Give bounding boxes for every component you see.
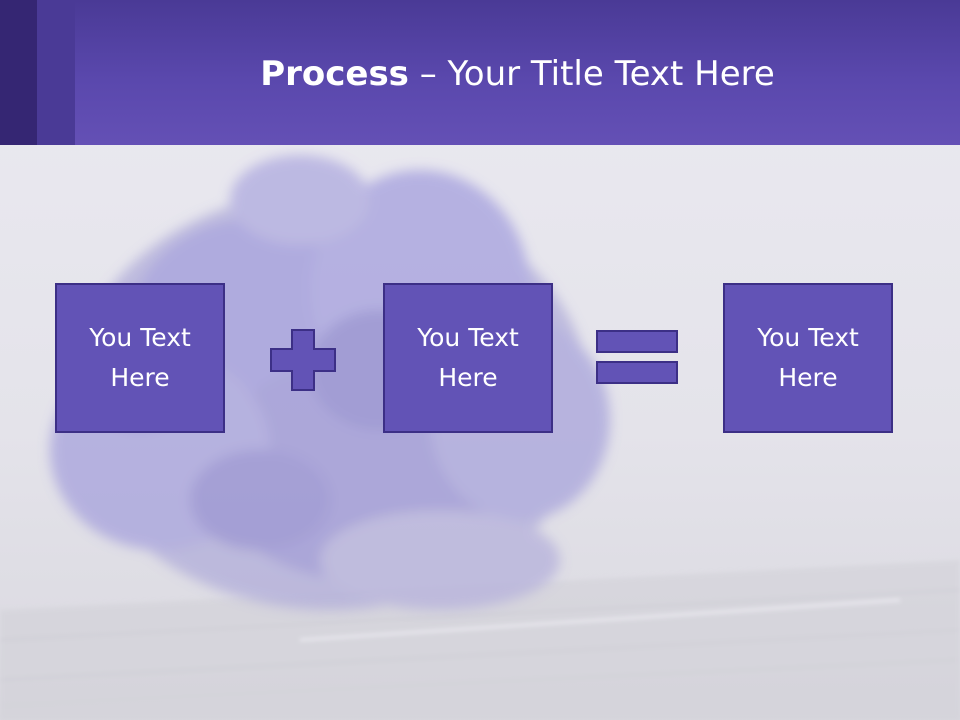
equals-icon: [596, 330, 678, 384]
process-box-label: You Text Here: [417, 323, 519, 392]
process-box-3: You Text Here: [723, 283, 893, 433]
title-bold-text: Process: [260, 54, 409, 94]
header-accent-dark: [0, 0, 37, 145]
title-bar: Process – Your Title Text Here: [0, 0, 960, 145]
header-accent: [37, 0, 75, 145]
slide-title: Process – Your Title Text Here: [75, 52, 960, 96]
process-box-1: You Text Here: [55, 283, 225, 433]
title-text: – Your Title Text Here: [408, 54, 775, 94]
process-box-label: You Text Here: [89, 323, 191, 392]
plus-icon: [270, 329, 336, 391]
process-box-label: You Text Here: [757, 323, 859, 392]
process-box-2: You Text Here: [383, 283, 553, 433]
